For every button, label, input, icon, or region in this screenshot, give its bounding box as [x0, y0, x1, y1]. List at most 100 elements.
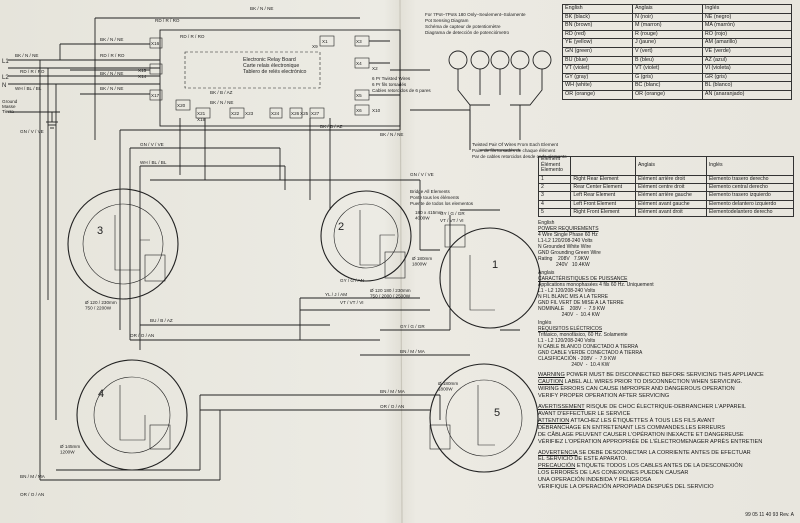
wire-harness — [40, 17, 520, 481]
warning-keyword: PRECAUCIÓN — [538, 463, 576, 470]
wire-label: BK / B / AZ — [210, 90, 233, 95]
relay-board-title-es: Tablero de relés electrónico — [243, 69, 307, 75]
warning-text: VERIFY PROPER OPERATION AFTER SERVICING — [538, 393, 670, 400]
table-cell: Elementodelantero derecho — [705, 208, 795, 218]
svg-text:N: N — [2, 83, 6, 89]
table-cell: Élément avant droit — [634, 208, 707, 218]
svg-text:X2: X2 — [372, 66, 378, 71]
svg-text:X14: X14 — [138, 74, 147, 79]
wire-label: OR / O / AN — [20, 492, 44, 497]
wire-label: BN / M / MA — [20, 474, 46, 479]
power-title: REQUISITOS ELÉCTRICOS — [538, 326, 603, 333]
wire-label: GN / V / VE — [20, 129, 44, 134]
relay-board-inner — [184, 51, 321, 89]
wire-label: RD / R / RO — [155, 18, 180, 23]
svg-text:X21: X21 — [197, 111, 206, 116]
svg-text:X10: X10 — [372, 108, 381, 113]
twisted-wires-fr: 6 Pr fils torsadés — [372, 82, 407, 87]
wire-label: RD / R / RO — [20, 69, 45, 74]
wire-label: OR / O / AN — [380, 404, 404, 409]
warning-text: POWER MUST BE DISCONNECTED BEFORE SERVIC… — [564, 372, 764, 379]
table-cell: VE (verde) — [701, 46, 793, 57]
warning-line: DÉBRANCHAGE EN ENTRETENANT LES COMMANDES… — [538, 425, 796, 432]
twisted-each-es: Par de cables retorcidos desde cada elem… — [472, 154, 567, 159]
svg-text:X16: X16 — [151, 41, 160, 46]
bridge-es: Puente de todos los elementos — [410, 201, 474, 206]
table-row: WH (white)BC (blanc)BL (blanco) — [562, 81, 793, 91]
warning-line: VERIFY PROPER OPERATION AFTER SERVICING — [538, 393, 796, 400]
warning-line: ATTENTION ATTACHEZ LES ÉTIQUETTES À TOUS… — [538, 418, 796, 425]
svg-text:X27: X27 — [311, 111, 320, 116]
table-cell: Élément arrière gauche — [634, 191, 707, 201]
power-lang: Anglais — [538, 270, 555, 277]
warning-keyword: AVERTISSEMENT — [538, 404, 585, 411]
table-cell: M (marron) — [631, 21, 703, 31]
table-cell: NE (negro) — [701, 12, 793, 23]
pot-note-l1: For 7Pot–7Pots 180 Only–Seulement–Solame… — [425, 12, 526, 17]
table-cell: GY (gray) — [562, 72, 633, 83]
table-cell: RO (rojo) — [701, 29, 793, 40]
warning-line: LOS ERRORES DE LAS CONEXIONES PUEDEN CAU… — [538, 470, 796, 477]
element-number: 3 — [97, 225, 103, 237]
table-cell: Elemento delantero izquierdo — [705, 199, 795, 210]
warning-text: WIRING ERRORS CAN CAUSE IMPROPER AND DAN… — [538, 386, 735, 393]
svg-text:X24: X24 — [271, 111, 280, 116]
table-cell: BL (blanco) — [701, 81, 793, 91]
table-cell: GN (green) — [562, 46, 633, 57]
svg-text:L1: L1 — [2, 59, 9, 65]
bridge-en: Bridge All Elements — [410, 189, 451, 194]
power-body: Trifásico, monofásico, 60 Hz. Solamente … — [538, 332, 643, 369]
svg-text:X19: X19 — [197, 117, 206, 122]
svg-text:X3: X3 — [356, 39, 362, 44]
warning-text: VÉRIFIEZ L'OPÉRATION APPROPRIÉE DE L'ÉLE… — [538, 438, 763, 445]
table-cell: Élément avant gauche — [634, 199, 707, 210]
table-cell: 1 — [537, 174, 572, 184]
warning-keyword: CAUTION — [538, 379, 564, 386]
wire-label: BK / N / NE — [210, 100, 234, 105]
table-cell: AM (amarillo) — [701, 38, 793, 48]
wire-label: GN / V / VE — [410, 172, 434, 177]
power-lang: Inglés — [538, 320, 552, 327]
wire-label: GY / G / AN — [340, 278, 364, 283]
warning-line: WIRING ERRORS CAN CAUSE IMPROPER AND DAN… — [538, 386, 796, 393]
warning-text: ETIQUETE TODOS LOS CABLES ANTES DE LA DE… — [575, 463, 743, 470]
wire-label: BN / M / MA — [380, 389, 406, 394]
table-cell: VT (violet) — [562, 64, 633, 74]
table-row: GY (gray)G (gris)GR (gris) — [562, 72, 793, 83]
table-cell: 3 — [537, 191, 572, 201]
table-cell: VT (violet) — [631, 64, 703, 74]
svg-text:X9: X9 — [312, 44, 318, 49]
power-title: CARACTÉRISTIQUES DE PUISSANCE — [538, 276, 628, 283]
warning-text: ATTACHEZ LES ÉTIQUETTES À TOUS LES FILS … — [569, 417, 715, 424]
table-cell: VI (violeta) — [701, 64, 793, 74]
svg-text:L2: L2 — [2, 75, 9, 81]
warning-line: UNA OPERACIÓN INDEBIDA Y PELIGROSA — [538, 477, 796, 484]
wire-label: YL / J / AM — [325, 292, 347, 297]
warning-line: AVERTISSEMENT RISQUE DE CHOC ÉLECTRIQUE-… — [538, 404, 796, 411]
twisted-each-en: Twisted Pair Of Wires From Each Element — [472, 142, 559, 147]
power-body: 4 Wire Single Phase 60 Hz L1-L2 120/208-… — [538, 232, 601, 269]
warning-text: LABEL ALL WIRES PRIOR TO DISCONNECTION W… — [563, 379, 743, 386]
element-table-header: Anglais — [634, 155, 707, 176]
warning-line: WARNING POWER MUST BE DISCONNECTED BEFOR… — [538, 372, 796, 379]
table-row: GN (green)V (vert)VE (verde) — [562, 46, 793, 57]
element-number: 5 — [494, 407, 500, 419]
warning-keyword: WARNING — [538, 372, 565, 379]
table-cell: Elemento trasero derecho — [705, 174, 795, 184]
wire-label: GY / G / GR — [440, 211, 465, 216]
